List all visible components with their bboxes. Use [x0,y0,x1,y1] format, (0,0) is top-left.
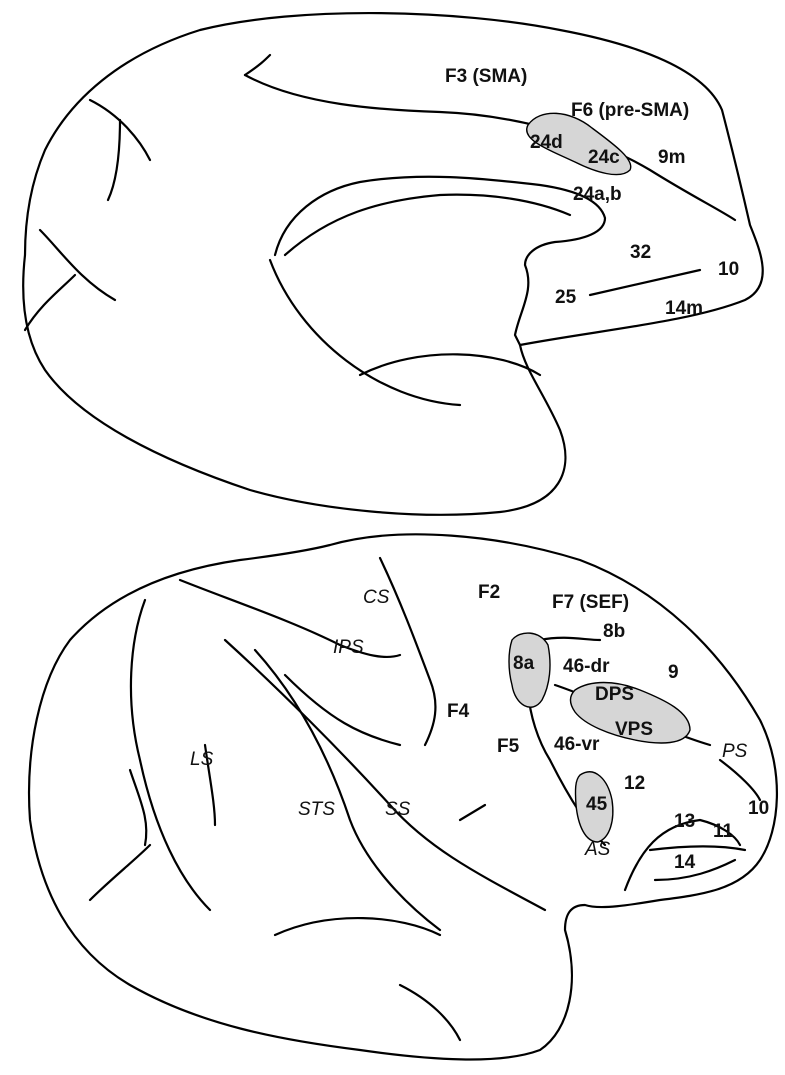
parietal-branch [285,675,400,745]
sulcus-label-ips: IPS [333,637,364,658]
label-f7: F7 (SEF) [552,592,629,613]
label-vps: VPS [615,719,653,740]
label-45: 45 [586,794,608,815]
label-12: 12 [624,773,645,794]
corpus-callosum [275,177,605,345]
frontal-pole-line [720,760,760,800]
label-f5: F5 [497,736,520,757]
temporal-sulcus-lower [275,918,440,935]
label-f2: F2 [478,582,500,603]
orbital-sulcus-b [650,846,745,850]
medial-sulcus-d [25,275,75,330]
label-f4: F4 [447,701,470,722]
lateral-view [29,534,777,1059]
label-46dr: 46-dr [563,656,610,677]
medial-sulcus-b [108,120,120,200]
medial-view [23,13,763,515]
label-32: 32 [630,242,651,263]
label-24c: 24c [588,147,620,168]
label-14: 14 [674,852,696,873]
medial-sulcus-c [40,230,115,300]
label-8b: 8b [603,621,625,642]
label-25: 25 [555,287,577,308]
label-24ab: 24a,b [573,184,622,205]
rostral-sulcus [590,270,700,295]
temporal-sulcus-small [400,985,460,1040]
occipital-sulcus-b [90,845,150,900]
sulcus-label-ps: PS [722,741,748,762]
ss-mark [460,805,485,820]
sulcus-label-as: AS [584,839,611,860]
label-46vr: 46-vr [554,734,600,755]
label-13: 13 [674,811,695,832]
sulcus-label-cs: CS [363,587,390,608]
label-10-medial: 10 [718,259,739,280]
cc-inner [285,195,570,255]
sulcus-label-ls: LS [190,749,214,770]
medial-outline [23,13,763,515]
lateral-sulcus-line [225,640,545,910]
label-f6: F6 (pre-SMA) [571,100,689,121]
calcarine [360,354,540,375]
label-11: 11 [713,821,734,842]
parieto-occipital [270,260,460,405]
arcuate-upper [540,638,600,640]
label-8a: 8a [513,653,535,674]
sulcus-label-ss: SS [385,799,411,820]
label-9m: 9m [658,147,685,168]
label-14m: 14m [665,298,703,319]
label-dps: DPS [595,684,634,705]
label-f3: F3 (SMA) [445,66,527,87]
sulcus-label-sts: STS [298,799,335,820]
superior-temporal-sulcus [255,650,440,930]
label-9: 9 [668,662,679,683]
callosomarginal-sulcus [245,55,270,75]
label-10-lateral: 10 [748,798,769,819]
label-24d: 24d [530,132,563,153]
